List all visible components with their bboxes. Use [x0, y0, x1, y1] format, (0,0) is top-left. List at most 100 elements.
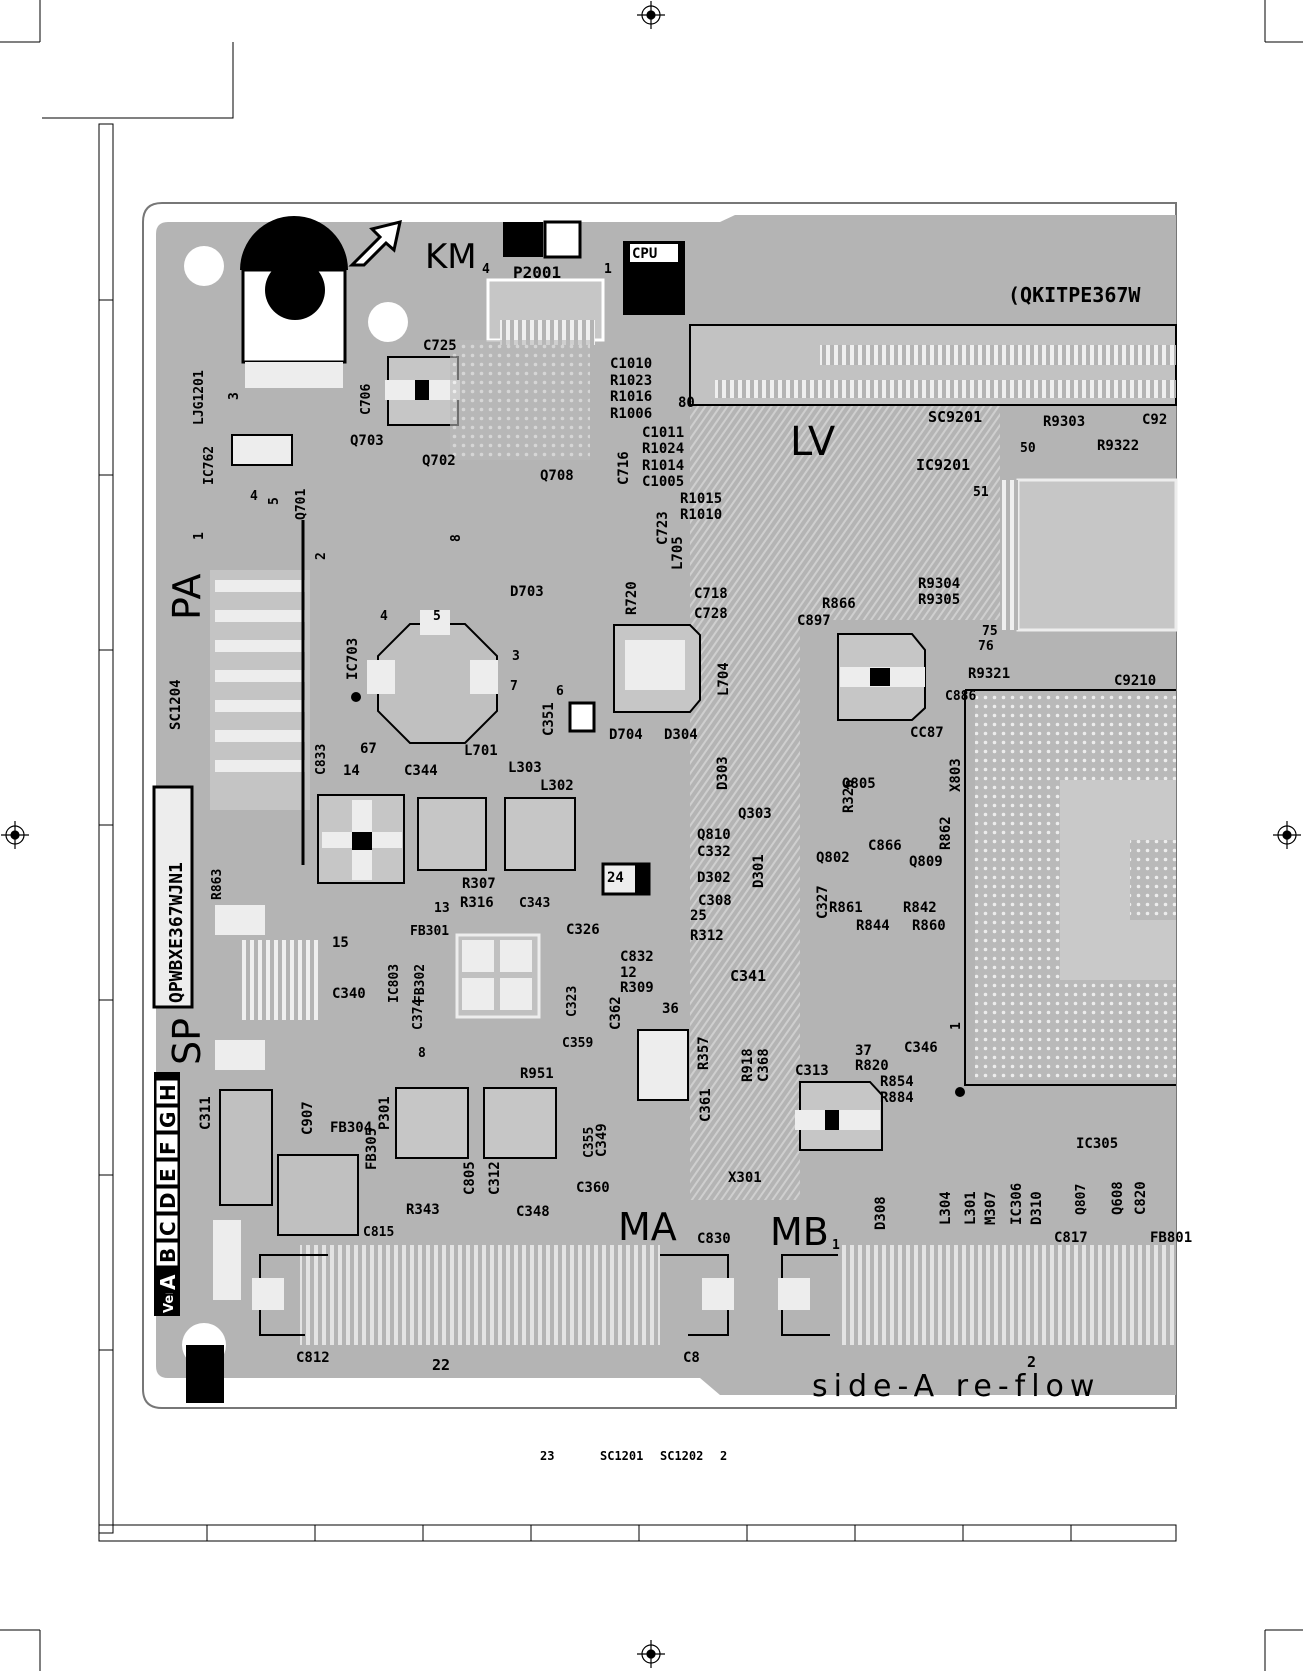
component-label: Q608 [1110, 1181, 1126, 1215]
component-label: SC1201 [600, 1449, 643, 1463]
component-label: Q805 [842, 776, 876, 792]
part-number: (QKITPE367W [1008, 283, 1141, 307]
component-label: 1 [949, 1022, 964, 1030]
component-label: X803 [948, 758, 964, 792]
km-label: KM [425, 237, 477, 277]
component-label: C362 [608, 996, 624, 1030]
component-label: FB302 [413, 964, 428, 1003]
component-label: 5 [433, 609, 441, 624]
component-label: R307 [462, 876, 496, 892]
ver-letter-box [155, 1133, 179, 1159]
component-label: C706 [359, 384, 374, 415]
svg-text:4: 4 [482, 262, 490, 277]
component-label: 22 [432, 1356, 450, 1374]
ver-letter: A [156, 1274, 180, 1290]
component-label: C308 [698, 893, 732, 909]
component-label: C830 [697, 1231, 731, 1247]
component-label: D310 [1029, 1191, 1045, 1225]
component-label: C723 [655, 511, 671, 545]
component-label: C360 [576, 1180, 610, 1196]
ver-letter-box [155, 1241, 179, 1267]
component-label: FB301 [410, 924, 449, 939]
component-label: 75 [982, 624, 998, 639]
ver-letter-box [155, 1187, 179, 1213]
component-label: C348 [516, 1204, 550, 1220]
component-label: R861 [829, 900, 863, 916]
ver-letter: C [156, 1221, 180, 1236]
component-label: 3 [227, 392, 242, 400]
ver-letter: F [156, 1141, 180, 1155]
component-label: C92 [1142, 412, 1167, 428]
component-label: 13 [434, 901, 450, 916]
component-label: C812 [296, 1350, 330, 1366]
component-label: C9210 [1114, 673, 1156, 689]
component-label: R326 [841, 779, 857, 813]
component-label: 80 [678, 395, 695, 411]
component-label: R1016 [610, 389, 652, 405]
component-label: P301 [377, 1096, 393, 1130]
component-label: D304 [664, 727, 698, 743]
ver-letter: D [156, 1192, 180, 1209]
component-label: C815 [363, 1225, 394, 1240]
component-label: 23 [540, 1449, 554, 1463]
component-label: C907 [300, 1101, 316, 1135]
p2001-label: P2001 [513, 263, 561, 282]
component-label: FB305 [364, 1128, 380, 1170]
component-label: R357 [696, 1036, 712, 1070]
component-label: Q303 [738, 806, 772, 822]
component-label: R343 [406, 1202, 440, 1218]
component-label: D301 [751, 854, 767, 888]
component-label: 1 [192, 532, 207, 540]
component-label: 4 [250, 489, 258, 504]
component-label: C344 [404, 763, 438, 779]
component-label: R854 [880, 1074, 914, 1090]
pcb-board [142, 202, 1178, 1409]
component-label: C326 [566, 922, 600, 938]
component-label: C832 [620, 949, 654, 965]
component-label: IC803 [387, 964, 402, 1003]
component-label: C897 [797, 613, 831, 629]
svg-text:1: 1 [604, 262, 612, 277]
component-label: 67 [360, 741, 377, 757]
ver-letter: G [156, 1112, 180, 1128]
component-label: IC762 [202, 446, 217, 485]
component-label: Q701 [294, 489, 309, 520]
component-label: R951 [520, 1066, 554, 1082]
component-label: D303 [715, 756, 731, 790]
component-label: L705 [670, 536, 686, 570]
component-label: FB304 [330, 1120, 372, 1136]
component-label: IC9201 [916, 456, 970, 474]
component-label: R309 [620, 980, 654, 996]
component-label: 5 [267, 497, 282, 505]
component-label: R866 [822, 596, 856, 612]
component-label: Q807 [1074, 1184, 1089, 1215]
component-label: R9304 [918, 576, 960, 592]
component-label: C327 [815, 885, 831, 919]
component-label: L704 [716, 662, 732, 696]
component-label: C866 [868, 838, 902, 854]
component-label: C833 [314, 744, 329, 775]
component-label: C346 [904, 1040, 938, 1056]
component-label: LJG1201 [192, 370, 207, 425]
component-label: SC1202 [660, 1449, 703, 1463]
block-label-pa: PA [165, 574, 209, 620]
ver-letter-box [155, 1079, 179, 1105]
component-label: 4 [380, 609, 388, 624]
component-label: 76 [978, 639, 994, 654]
side-marking: side-A re-flow [812, 1369, 1100, 1404]
ver-letter-box [155, 1160, 179, 1186]
component-label: C1010 [610, 356, 652, 372]
component-label: C312 [487, 1161, 503, 1195]
component-label: 50 [1020, 441, 1036, 456]
component-label: R1023 [610, 373, 652, 389]
component-label: C805 [462, 1161, 478, 1195]
component-label: X301 [728, 1170, 762, 1186]
component-label: C716 [616, 451, 632, 485]
component-label: IC703 [345, 638, 361, 680]
ver-letter: E [156, 1168, 180, 1182]
component-label: R312 [690, 928, 724, 944]
cpu-label: CPU [632, 246, 657, 262]
component-label: 1 [832, 1238, 840, 1253]
